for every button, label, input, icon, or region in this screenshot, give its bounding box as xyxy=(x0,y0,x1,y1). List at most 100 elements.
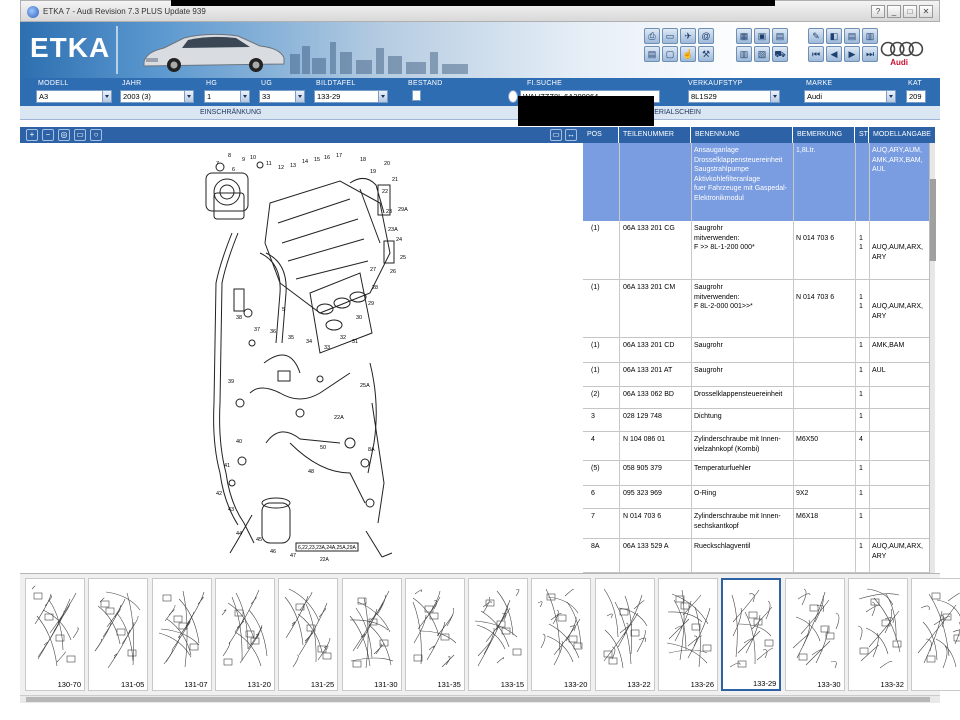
close-button[interactable]: ✕ xyxy=(919,5,933,18)
minimize-button[interactable]: _ xyxy=(887,5,901,18)
cart-icon[interactable]: ⛟ xyxy=(772,46,788,62)
expand-icon[interactable]: ↔ xyxy=(565,129,577,141)
drawing-callout[interactable]: 45 xyxy=(256,537,262,543)
drawing-callout[interactable]: 25A xyxy=(360,383,370,389)
drawing-callout[interactable]: 22A xyxy=(334,415,344,421)
thumbnail-133-15[interactable]: 133-15 xyxy=(468,578,529,691)
pin-icon[interactable]: ✎ xyxy=(808,28,824,44)
marke-select[interactable]: Audi xyxy=(804,90,896,103)
drawing-callout[interactable]: 19 xyxy=(370,169,376,175)
hg-select[interactable]: 1 xyxy=(204,90,250,103)
chevron-down-icon[interactable] xyxy=(886,91,895,102)
chevron-down-icon[interactable] xyxy=(240,91,249,102)
drawing-callout[interactable]: 43 xyxy=(228,507,234,513)
page-next-icon[interactable]: ▧ xyxy=(754,46,770,62)
drawing-callout[interactable]: 27 xyxy=(370,267,376,273)
einschraenkung-tab[interactable]: EINSCHRÄNKUNG xyxy=(200,109,262,116)
drawing-callout[interactable]: 5 xyxy=(282,307,285,313)
materialschein-tab[interactable]: MATERIALSCHEIN xyxy=(640,109,701,116)
drawing-callout[interactable]: 8 xyxy=(228,153,231,159)
col-bemerkung[interactable]: BEMERKUNG xyxy=(793,127,855,143)
drawing-callout[interactable]: 50 xyxy=(320,445,326,451)
thumbnail-horizontal-scrollbar[interactable] xyxy=(20,695,940,703)
zoom-out-icon[interactable]: − xyxy=(42,129,54,141)
drawing-callout[interactable]: 31 xyxy=(352,339,358,345)
first-icon[interactable]: ◧ xyxy=(826,28,842,44)
page-icon[interactable]: ▥ xyxy=(736,46,752,62)
chevron-down-icon[interactable] xyxy=(295,91,304,102)
tool-icon[interactable]: ⚒ xyxy=(698,46,714,62)
book-icon[interactable]: ▭ xyxy=(662,28,678,44)
zoom-fit-icon[interactable]: ◎ xyxy=(58,129,70,141)
print-icon[interactable]: ⎙ xyxy=(644,28,660,44)
drawing-callout[interactable]: 7 xyxy=(216,161,219,167)
col-teilenummer[interactable]: TEILENUMMER xyxy=(619,127,691,143)
thumbnail-131-20[interactable]: 131-20 xyxy=(214,578,275,691)
col-benennung[interactable]: BENENNUNG xyxy=(691,127,793,143)
thumbnail-next[interactable] xyxy=(911,578,960,691)
thumbnail-133-22[interactable]: 133-22 xyxy=(594,578,655,691)
drawing-callout[interactable]: 13 xyxy=(290,163,296,169)
bildtafel-select[interactable]: 133-29 xyxy=(314,90,388,103)
image-icon[interactable]: ▣ xyxy=(754,28,770,44)
chevron-down-icon[interactable] xyxy=(770,91,779,102)
thumbnail-133-32[interactable]: 133-32 xyxy=(847,578,908,691)
grid-vertical-scrollbar[interactable] xyxy=(929,143,936,573)
split-view-icon[interactable]: ▭ xyxy=(550,129,562,141)
drawing-callout[interactable]: 8A xyxy=(368,447,375,453)
monitor-icon[interactable]: ▢ xyxy=(662,46,678,62)
drawing-callout[interactable]: 25 xyxy=(400,255,406,261)
drawing-callout[interactable]: 34 xyxy=(306,339,312,345)
drawing-callout[interactable]: 32 xyxy=(340,335,346,341)
drawing-callout[interactable]: 14 xyxy=(302,159,308,165)
info-icon[interactable]: ▤ xyxy=(644,46,660,62)
col-st[interactable]: ST xyxy=(855,127,869,143)
drawing-callout[interactable]: 18 xyxy=(360,157,366,163)
thumbnail-131-07[interactable]: 131-07 xyxy=(151,578,212,691)
drawing-callout[interactable]: 10 xyxy=(250,155,256,161)
drawing-callout[interactable]: 44 xyxy=(236,531,242,537)
fisuche-toggle[interactable] xyxy=(508,90,518,103)
drawing-callout[interactable]: 20 xyxy=(384,161,390,167)
thumbnail-133-20[interactable]: 133-20 xyxy=(531,578,592,691)
thumbnail-131-05[interactable]: 131-05 xyxy=(88,578,149,691)
drawing-callout[interactable]: 11 xyxy=(266,161,272,167)
drawing-callout[interactable]: 9 xyxy=(242,157,245,163)
drawing-callout[interactable]: 23 xyxy=(386,209,392,215)
zoom-in-icon[interactable]: + xyxy=(26,129,38,141)
kat-field[interactable]: 209 xyxy=(906,90,926,103)
drawing-callout[interactable]: 12 xyxy=(278,165,284,171)
jahr-select[interactable]: 2003 (3) xyxy=(120,90,194,103)
bestand-checkbox[interactable] xyxy=(412,90,421,101)
chevron-down-icon[interactable] xyxy=(184,91,193,102)
prev2-icon[interactable]: ◀ xyxy=(826,46,842,62)
drawing-callout[interactable]: 6 xyxy=(232,167,235,173)
table-icon[interactable]: ▦ xyxy=(736,28,752,44)
drawing-callout[interactable]: 17 xyxy=(336,153,342,159)
maximize-button[interactable]: □ xyxy=(903,5,917,18)
page-icon[interactable]: ▤ xyxy=(844,28,860,44)
drawing-callout[interactable]: 47 xyxy=(290,553,296,559)
drawing-callout[interactable]: 26 xyxy=(390,269,396,275)
folder-icon[interactable]: ▤ xyxy=(772,28,788,44)
drawing-callout[interactable]: 29 xyxy=(368,301,374,307)
drawing-callout[interactable]: 38 xyxy=(236,315,242,321)
drawing-callout[interactable]: 23A xyxy=(388,227,398,233)
modell-select[interactable]: A3 xyxy=(36,90,112,103)
thumbnail-133-26[interactable]: 133-26 xyxy=(658,578,718,691)
scrollbar-thumb[interactable] xyxy=(26,697,930,702)
col-pos[interactable]: POS xyxy=(583,127,619,143)
last-icon[interactable]: ⏭ xyxy=(862,46,878,62)
drawing-callout[interactable]: 46 xyxy=(270,549,276,555)
col-modellangabe[interactable]: MODELLANGABE xyxy=(873,131,931,138)
drawing-callout[interactable]: 29A xyxy=(398,207,408,213)
table-row-selected[interactable]: Ansauganlage Drosselklappensteuereinheit… xyxy=(583,143,929,221)
